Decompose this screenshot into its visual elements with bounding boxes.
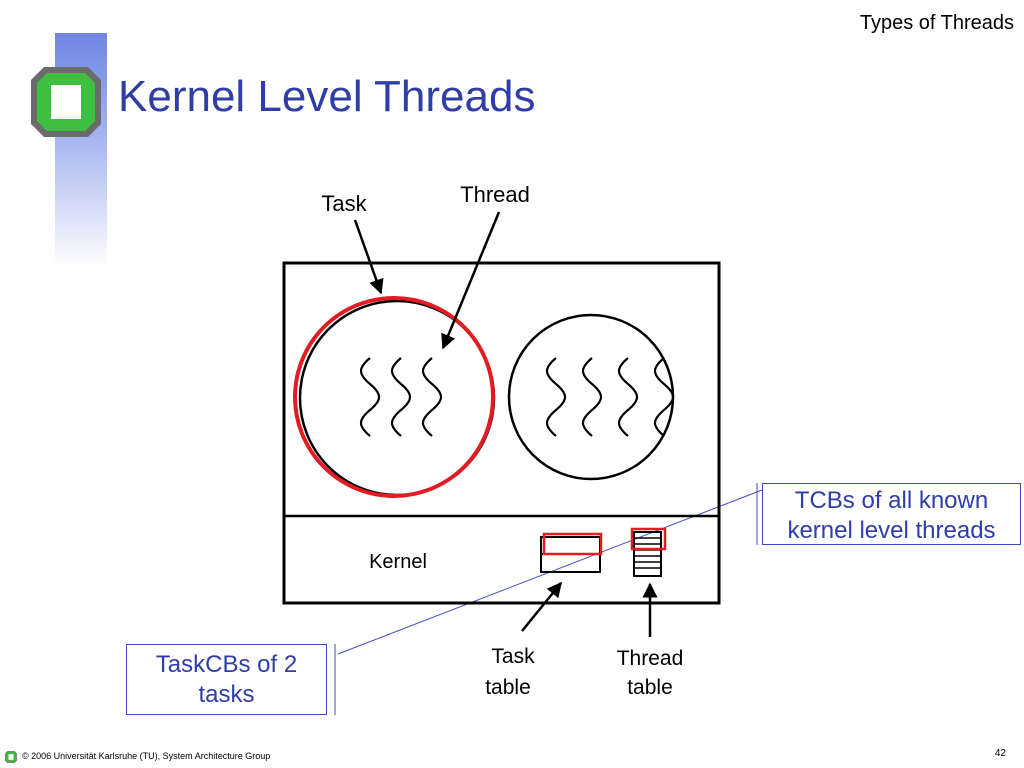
section-title: Types of Threads xyxy=(859,12,1014,34)
thread-squiggle xyxy=(617,357,639,437)
thread-squiggle xyxy=(390,357,412,437)
task-highlight-circle xyxy=(293,296,495,498)
task-table-highlight xyxy=(542,532,603,556)
tcbs-callout-line1: TCBs of all known xyxy=(794,487,989,514)
taskcbs-callout-line2: tasks xyxy=(198,681,255,708)
task-label: Task xyxy=(321,191,367,216)
thread-label: Thread xyxy=(460,182,530,207)
university-logo-icon xyxy=(31,67,101,137)
thread-squiggle xyxy=(359,357,381,437)
page-number: 42 xyxy=(994,748,1006,759)
thread-table-label-line1: Thread xyxy=(617,647,684,670)
thread-table-icon xyxy=(633,531,662,577)
tcbs-callout: TCBs of all known kernel level threads xyxy=(762,483,1021,545)
slide-title: Kernel Level Threads xyxy=(118,72,536,121)
thread-table-label-line2: table xyxy=(627,676,673,699)
kernel-label: Kernel xyxy=(369,551,427,573)
threads-right xyxy=(545,357,675,437)
task-table-label-line2: table xyxy=(485,676,531,699)
task-table-arrow xyxy=(521,581,562,632)
thread-squiggle xyxy=(545,357,567,437)
thread-squiggle xyxy=(581,357,603,437)
thread-squiggle xyxy=(653,357,675,437)
footer-logo-icon xyxy=(5,751,17,763)
thread-table-highlight xyxy=(630,527,667,551)
address-space-box xyxy=(282,261,721,605)
tcbs-callout-line2: kernel level threads xyxy=(787,517,996,544)
taskcbs-callout: TaskCBs of 2 tasks xyxy=(126,644,327,715)
threads-left xyxy=(359,357,443,437)
task-table-label-line1: Task xyxy=(491,645,535,668)
task-circle-right xyxy=(507,313,675,481)
thread-squiggle xyxy=(421,357,443,437)
task-arrow xyxy=(353,219,384,295)
taskcbs-callout-line1: TaskCBs of 2 xyxy=(155,651,298,678)
thread-arrow xyxy=(441,211,501,350)
footer-copyright: © 2006 Universität Karlsruhe (TU), Syste… xyxy=(22,751,271,761)
